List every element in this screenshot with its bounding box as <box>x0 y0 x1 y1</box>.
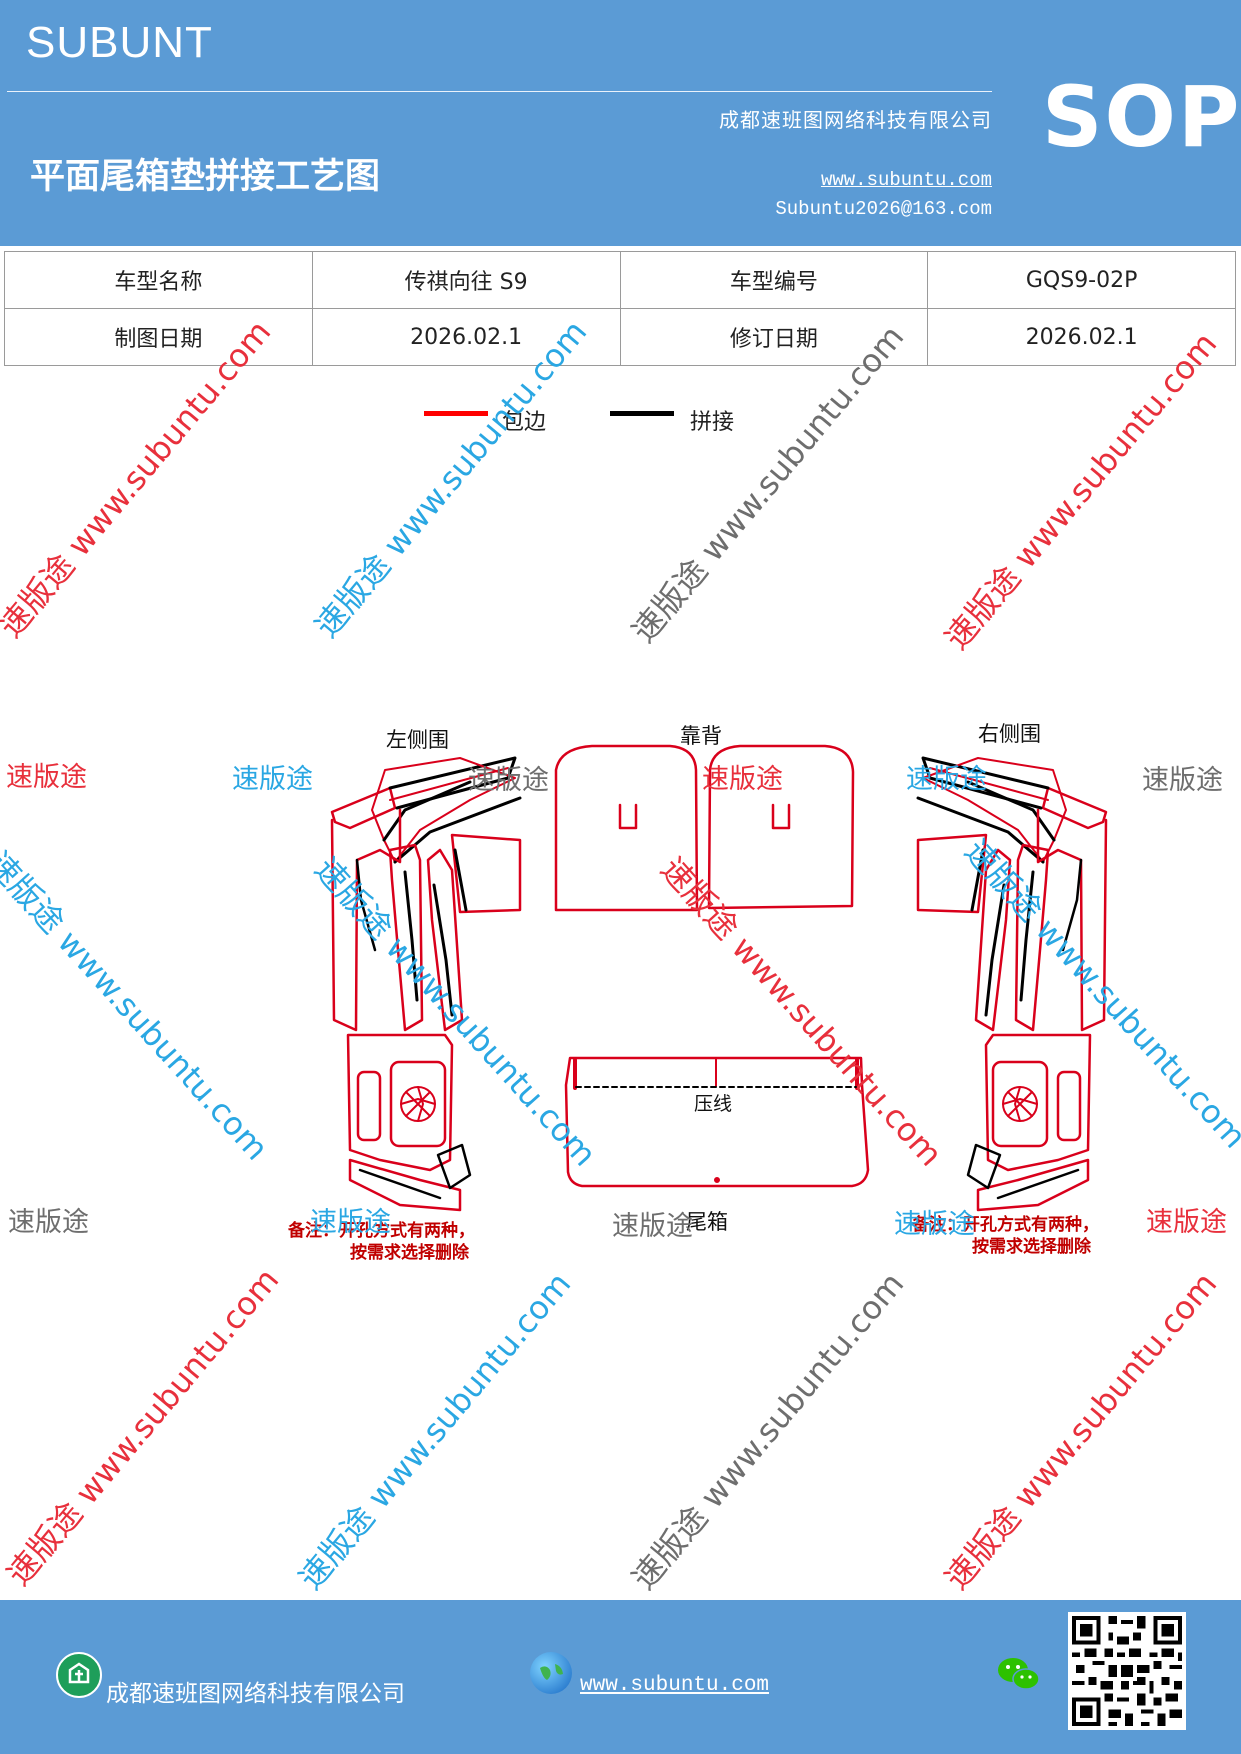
watermark: 速版途 www.subuntu.com <box>937 1265 1225 1597</box>
label-right-side: 右侧围 <box>978 722 1041 746</box>
watermark: 速版途 <box>6 762 87 793</box>
qr-code <box>1068 1612 1186 1730</box>
left-side-panel <box>330 756 522 1212</box>
vehicle-info-table: 车型名称 传祺向往 S9 车型编号 GQS9-02P 制图日期 2026.02.… <box>4 251 1236 366</box>
watermark: 速版途 <box>612 1211 693 1242</box>
trunk-mat-diagram <box>330 744 1108 1212</box>
drawing-date-label: 制图日期 <box>4 308 313 366</box>
watermark: 速版途 www.subuntu.com <box>0 1261 287 1593</box>
watermark: 速版途 <box>906 764 987 795</box>
backrest-panels <box>554 744 855 912</box>
watermark: 速版途 www.subuntu.com <box>937 325 1225 657</box>
globe-icon <box>530 1652 572 1694</box>
right-side-panel <box>916 756 1108 1212</box>
header-divider <box>7 91 992 92</box>
revision-date-value: 2026.02.1 <box>927 308 1236 366</box>
watermark: 速版途 <box>310 1207 391 1238</box>
model-code-label: 车型编号 <box>619 251 929 309</box>
website-link[interactable]: www.subuntu.com <box>820 169 992 191</box>
table-row: 制图日期 2026.02.1 修订日期 2026.02.1 <box>4 308 1236 366</box>
legend-swatch-seam <box>610 411 674 416</box>
drawing-date-value: 2026.02.1 <box>311 308 621 366</box>
watermark: 速版途 <box>1142 765 1223 796</box>
header-banner <box>0 0 1241 246</box>
watermark: 速版途 <box>894 1209 975 1240</box>
note-right: 备注：开孔方式有两种， 按需求选择删除 <box>912 1215 1099 1257</box>
model-name-value: 传祺向往 S9 <box>311 251 621 309</box>
watermark: 速版途 <box>8 1207 89 1238</box>
brand-name: SUBUNT <box>26 18 213 67</box>
sop-badge: SOP <box>1042 68 1241 166</box>
email-address: Subuntu2026@163.com <box>775 198 992 220</box>
watermark: 速版途 <box>232 764 313 795</box>
watermark: 速版途 <box>468 765 549 796</box>
model-code-value: GQS9-02P <box>927 251 1236 309</box>
model-name-label: 车型名称 <box>4 251 313 309</box>
note-left: 备注：开孔方式有两种， 按需求选择删除 <box>288 1221 475 1263</box>
watermark: 速版途 <box>702 764 783 795</box>
watermark: 速版途 www.subuntu.com <box>624 1265 912 1597</box>
table-row: 车型名称 传祺向往 S9 车型编号 GQS9-02P <box>4 251 1236 309</box>
building-icon <box>56 1652 102 1698</box>
legend-label-edge: 包边 <box>502 410 547 435</box>
trunk-floor-panel <box>564 1056 870 1188</box>
legend-swatch-edge <box>424 411 488 416</box>
revision-date-label: 修订日期 <box>619 308 929 366</box>
legend-label-seam: 拼接 <box>690 410 735 435</box>
company-name: 成都速班图网络科技有限公司 <box>719 108 992 132</box>
page-title: 平面尾箱垫拼接工艺图 <box>30 156 381 197</box>
label-crease: 压线 <box>694 1093 733 1115</box>
footer-company: 成都速班图网络科技有限公司 <box>106 1681 405 1707</box>
label-backrest: 靠背 <box>680 724 722 748</box>
footer-website[interactable]: www.subuntu.com <box>580 1674 770 1697</box>
wechat-icon[interactable] <box>996 1654 1042 1694</box>
label-left-side: 左侧围 <box>386 728 449 752</box>
label-trunk: 尾箱 <box>686 1210 728 1234</box>
watermark: 速版途 <box>1146 1207 1227 1238</box>
watermark: 速版途 www.subuntu.com <box>291 1265 579 1597</box>
